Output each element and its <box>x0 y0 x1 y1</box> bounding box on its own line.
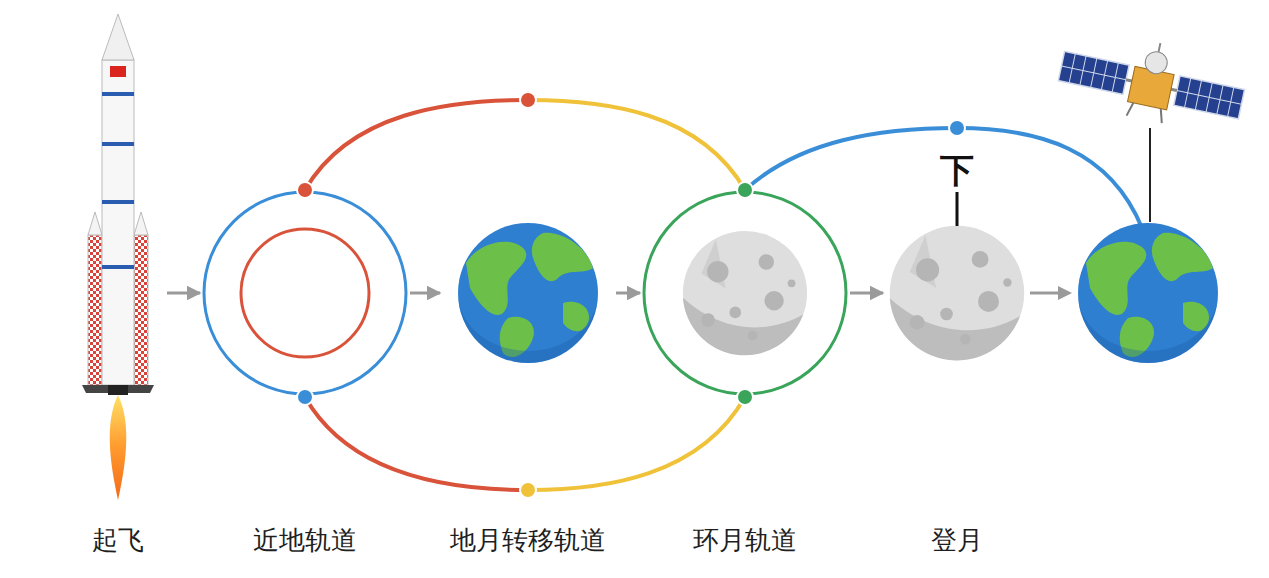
stage-node: 地月转移轨道 <box>444 30 612 558</box>
stage-node: 近地轨道 <box>204 30 406 558</box>
booster <box>88 235 102 385</box>
satellite <box>1054 24 1250 139</box>
stage-label: 近地轨道 <box>253 525 357 555</box>
flag-pole <box>956 192 959 226</box>
earth <box>458 223 598 363</box>
transfer-orbit <box>305 100 1142 490</box>
flow-arrow <box>850 292 883 295</box>
lunar-orbit <box>644 192 846 394</box>
flow-arrow <box>167 292 200 295</box>
earth <box>1078 223 1218 363</box>
moon <box>890 226 1024 361</box>
flow-arrow <box>616 292 640 295</box>
satellite-link <box>1149 128 1151 222</box>
moon <box>683 231 807 355</box>
stage-label: 地月转移轨道 <box>450 525 606 555</box>
flag <box>110 66 126 77</box>
stage-label: 环月轨道 <box>693 525 797 555</box>
rocket-flame <box>110 395 127 500</box>
rocket-body <box>102 60 134 385</box>
flag-text: 下 <box>940 150 974 190</box>
near-earth-orbit <box>204 192 406 394</box>
stage-node: 登月 <box>887 30 1027 558</box>
stage-node: 起飞 <box>73 30 163 558</box>
stage-label: 登月 <box>931 525 983 555</box>
stage-node: 环月轨道 <box>644 30 846 558</box>
flow-arrow <box>1030 286 1072 300</box>
flow-arrow <box>410 292 440 295</box>
orbit-dot <box>297 92 965 498</box>
rocket <box>82 14 154 500</box>
booster <box>134 235 148 385</box>
stage-label: 起飞 <box>92 525 144 555</box>
